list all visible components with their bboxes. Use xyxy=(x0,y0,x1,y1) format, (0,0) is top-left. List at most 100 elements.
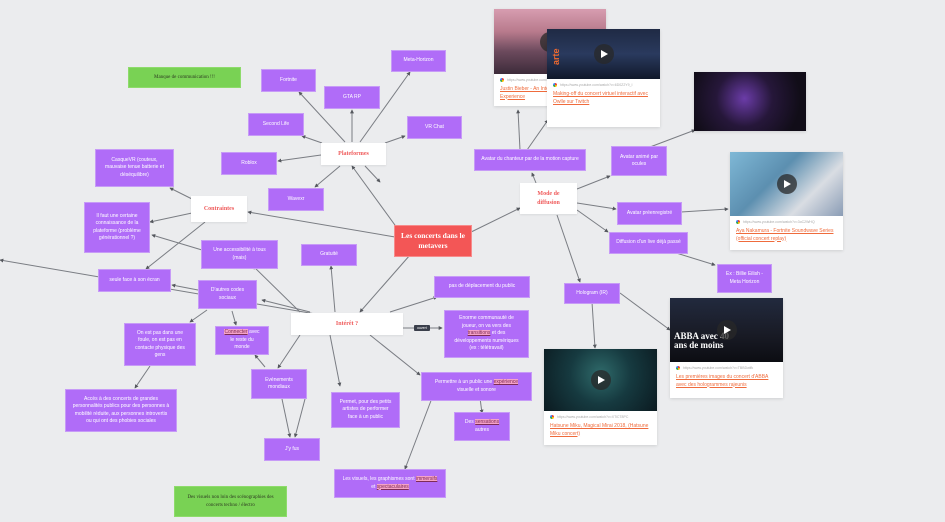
node-access-concerts[interactable]: Accès à des concerts de grandes personna… xyxy=(65,389,177,432)
node-billie-eilish[interactable]: Ex : Billie Eilish - Meta Horizon xyxy=(717,264,772,293)
node-fortnite[interactable]: Fortnite xyxy=(261,69,316,92)
node-alone-screen[interactable]: seule face à son écran xyxy=(98,269,171,292)
google-icon xyxy=(550,415,554,419)
node-gratuite[interactable]: Gratuité xyxy=(301,244,357,266)
edge xyxy=(591,301,597,349)
node-avatar-animated[interactable]: Avatar animé par ocules xyxy=(611,146,667,176)
video-card-miku[interactable]: https://www.youtube.com/watch?v=XTiCT8PC… xyxy=(544,349,657,445)
edge xyxy=(231,310,238,326)
edge xyxy=(254,354,266,368)
node-community[interactable]: Enorme communauté de joueur, on va vers … xyxy=(444,310,529,358)
edge xyxy=(576,202,617,211)
node-world-events[interactable]: Evénements mondiaux xyxy=(251,369,307,399)
edge xyxy=(293,398,306,438)
video-link[interactable]: Making-off du concert virtuel interactif… xyxy=(553,91,648,105)
edge xyxy=(531,172,537,184)
node-vr-chat[interactable]: VR Chat xyxy=(407,116,462,139)
thumbnail-logo: arte xyxy=(551,48,561,65)
edge xyxy=(516,109,521,151)
node-small-artists[interactable]: Permet, pour des petits artistes de perf… xyxy=(331,392,400,428)
play-icon[interactable] xyxy=(593,44,614,64)
edge xyxy=(369,334,421,376)
edge xyxy=(576,209,609,233)
node-connect-world[interactable]: Connecter avec le reste du monde xyxy=(215,326,269,355)
play-icon[interactable] xyxy=(590,370,611,390)
video-thumbnail: arte xyxy=(547,29,660,79)
video-link[interactable]: Hatsune Miku, Magical Mirai 2018, (Hatsu… xyxy=(550,423,649,437)
text: Permettre à un public une xyxy=(434,379,494,385)
hub-diffusion[interactable]: Mode de diffusion xyxy=(520,183,577,214)
video-card-abba[interactable]: ABBA avec 40 ans de moins https://www.yo… xyxy=(670,298,783,398)
node-label: Hologram (IR) xyxy=(576,289,608,296)
google-icon xyxy=(736,220,740,224)
play-icon[interactable] xyxy=(776,174,797,194)
edge xyxy=(526,119,549,151)
video-card-aya[interactable]: https://www.youtube.com/watch?v=3oC2WHQ … xyxy=(730,152,843,250)
node-social-codes[interactable]: D'autres codes sociaux xyxy=(198,280,257,309)
node-avatar-prerecorded[interactable]: Avatar préenregistré xyxy=(617,202,682,225)
node-label: Evénements mondiaux xyxy=(265,376,293,391)
video-thumbnail xyxy=(730,152,843,216)
edge xyxy=(576,175,611,190)
edge xyxy=(464,207,521,236)
text: avec le reste du monde xyxy=(230,329,260,351)
edge-label-tag: ouvert xyxy=(414,325,430,331)
node-label: Les visuels, les graphismes sont immersi… xyxy=(341,476,439,491)
twitch-screenshot-card[interactable] xyxy=(694,72,806,131)
edge xyxy=(384,135,406,144)
hub-platforms[interactable]: Plateformes xyxy=(321,143,386,165)
text: Des xyxy=(464,419,476,425)
central-topic[interactable]: Les concerts dans le metavers xyxy=(394,225,472,257)
card-url: https://www.youtube.com/watch?v=3oC2WHQ xyxy=(736,220,837,224)
video-card-owlle[interactable]: arte https://www.youtube.com/watch?v=6D0… xyxy=(547,29,660,127)
video-link[interactable]: Justin Bieber - An Interactive Virtual E… xyxy=(500,86,580,100)
hub-constraints[interactable]: Contraintes xyxy=(191,196,247,222)
node-sensations[interactable]: Des sensations autres xyxy=(454,412,510,441)
node-meta-horizon[interactable]: Meta-Horizon xyxy=(391,50,446,72)
edge xyxy=(389,296,438,313)
edge xyxy=(277,154,322,163)
note-communication: Manque de communication !!! xyxy=(128,67,241,88)
hub-label: Intérêt ? xyxy=(335,320,359,327)
highlight-text: sensations xyxy=(475,419,500,425)
highlight-text: immersifs xyxy=(415,476,438,482)
node-wavexr[interactable]: Wavexr xyxy=(268,188,324,211)
node-label: Roblox xyxy=(241,159,257,166)
node-accessibility[interactable]: Une accessibilité à tous (mais) xyxy=(201,240,278,269)
hub-label: Plateformes xyxy=(338,150,369,157)
central-topic-label: Les concerts dans le metavers xyxy=(401,230,465,251)
edge xyxy=(134,365,151,389)
edge xyxy=(189,309,208,323)
play-icon[interactable] xyxy=(716,320,737,340)
edge xyxy=(145,221,206,270)
video-link[interactable]: Les premières images du concert d'ABBA a… xyxy=(676,374,769,388)
node-visuals[interactable]: Les visuels, les graphismes sont immersi… xyxy=(334,469,446,498)
node-roblox[interactable]: Roblox xyxy=(221,152,277,175)
node-label: Ex : Billie Eilish - Meta Horizon xyxy=(726,271,763,285)
node-motion-capture[interactable]: Avatar du chanteur par de la motion capt… xyxy=(474,149,586,171)
node-label: Avatar animé par ocules xyxy=(620,153,658,168)
edge xyxy=(329,265,336,313)
node-label: D'autres codes sociaux xyxy=(210,287,245,301)
node-no-travel[interactable]: pas de déplacement du public xyxy=(434,276,530,298)
node-platform-knowledge[interactable]: Il faut une certaine connaissance de la … xyxy=(84,202,150,253)
node-no-crowd[interactable]: On est pas dans une foule, on est pas en… xyxy=(124,323,196,366)
edge xyxy=(301,135,323,144)
node-experience[interactable]: Permettre à un public une expérience vis… xyxy=(421,372,532,401)
text: visuelle et sonore xyxy=(457,386,496,393)
node-gta-rp[interactable]: GTA RP xyxy=(324,86,380,109)
edge xyxy=(556,214,581,283)
node-jyfus[interactable]: J'y fus xyxy=(264,438,320,461)
node-casque-vr[interactable]: CasqueVR (couteux, mauvaise tenue batter… xyxy=(95,149,174,187)
node-second-life[interactable]: Second Life xyxy=(248,113,304,136)
node-past-live[interactable]: Diffusion d'un live déjà passé xyxy=(609,232,688,254)
edge xyxy=(351,165,401,233)
text: Enorme communauté de joueur, on va vers … xyxy=(459,315,514,329)
video-link[interactable]: Aya Nakamura - Fortnite Soundwave Series… xyxy=(736,228,834,242)
node-label: Une accessibilité à tous (mais) xyxy=(213,247,266,261)
hub-interest[interactable]: Intérêt ? xyxy=(291,313,403,335)
node-hologram[interactable]: Hologram (IR) xyxy=(564,283,620,304)
node-label: Des sensations autres xyxy=(461,419,503,434)
note-text: Manque de communication !!! xyxy=(154,74,215,80)
edge xyxy=(277,334,301,369)
